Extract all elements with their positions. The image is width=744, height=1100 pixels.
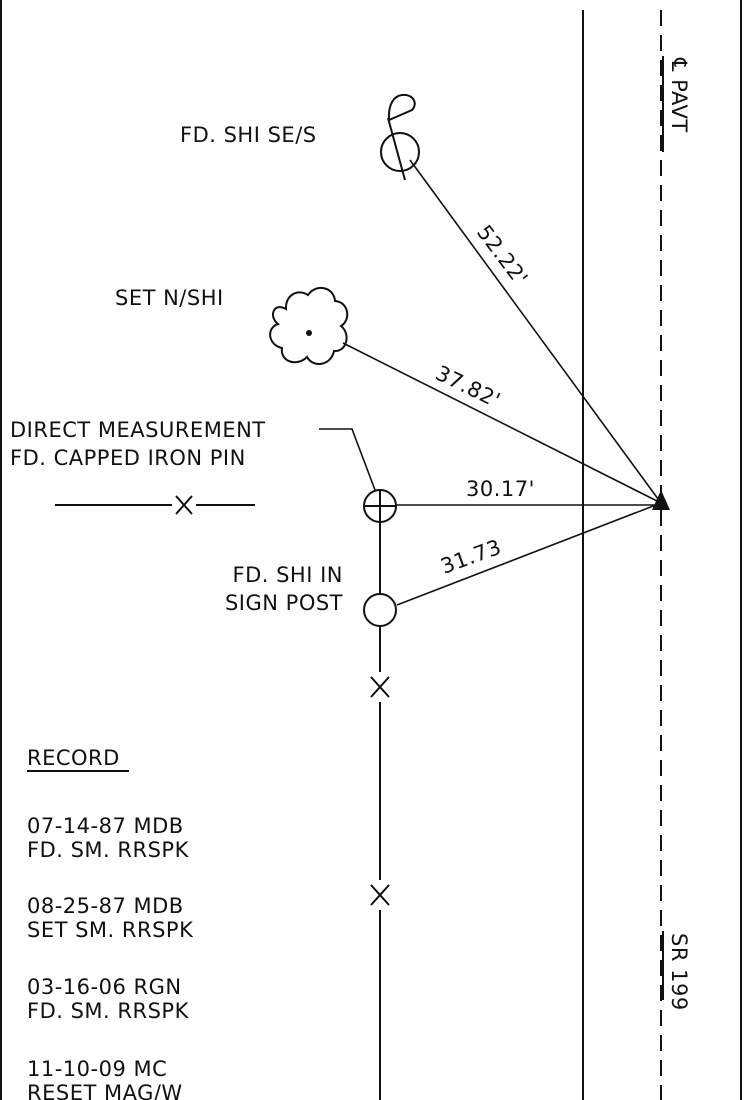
label-fd-shi-in: FD. SHI IN bbox=[233, 563, 344, 587]
shi-cloud-symbol bbox=[269, 286, 349, 365]
record-heading: RECORD bbox=[27, 746, 120, 770]
fence-x-mark-1 bbox=[370, 676, 390, 698]
label-fd-shi-ses: FD. SHI SE/S bbox=[180, 123, 317, 147]
label-direct-measurement: DIRECT MEASUREMENT bbox=[10, 418, 266, 442]
label-fd-capped-iron-pin: FD. CAPPED IRON PIN bbox=[10, 446, 246, 470]
record-entry-1-line-2: FD. SM. RRSPK bbox=[27, 838, 190, 862]
record-entry-2-line-1: 08-25-87 MDB bbox=[27, 894, 184, 918]
fence-x-mark-2 bbox=[370, 884, 390, 906]
dimension-30-17: 30.17' bbox=[466, 477, 535, 501]
capped-iron-pin-symbol bbox=[363, 489, 397, 523]
reference-point-triangle bbox=[652, 490, 670, 510]
tie-line-sign-post bbox=[396, 502, 662, 606]
sign-post-circle-symbol bbox=[363, 593, 397, 627]
label-centerline-pavt: ℄ PAVT bbox=[667, 57, 691, 133]
tie-line-ses bbox=[409, 159, 662, 504]
record-entry-3-line-1: 03-16-06 RGN bbox=[27, 975, 182, 999]
direct-measurement-leader bbox=[319, 428, 376, 491]
shi-flag-symbol bbox=[380, 93, 420, 181]
tie-line-nshi bbox=[342, 342, 662, 504]
label-sr-199: SR 199 bbox=[667, 933, 691, 1011]
dimension-37-82: 37.82' bbox=[432, 361, 504, 413]
fence-x-mark-horizontal bbox=[175, 495, 193, 515]
record-entry-3-line-2: FD. SM. RRSPK bbox=[27, 999, 190, 1023]
record-entry-4-line-1: 11-10-09 MC bbox=[27, 1057, 167, 1081]
dimension-31-73: 31.73 bbox=[438, 535, 505, 579]
record-entry-2-line-2: SET SM. RRSPK bbox=[27, 918, 194, 942]
label-set-nshi: SET N/SHI bbox=[115, 286, 224, 310]
label-sign-post: SIGN POST bbox=[225, 591, 343, 615]
record-entry-4-line-2: RESET MAG/W bbox=[27, 1081, 183, 1100]
dimension-52-22: 52.22' bbox=[472, 221, 533, 290]
record-entry-1-line-1: 07-14-87 MDB bbox=[27, 814, 184, 838]
